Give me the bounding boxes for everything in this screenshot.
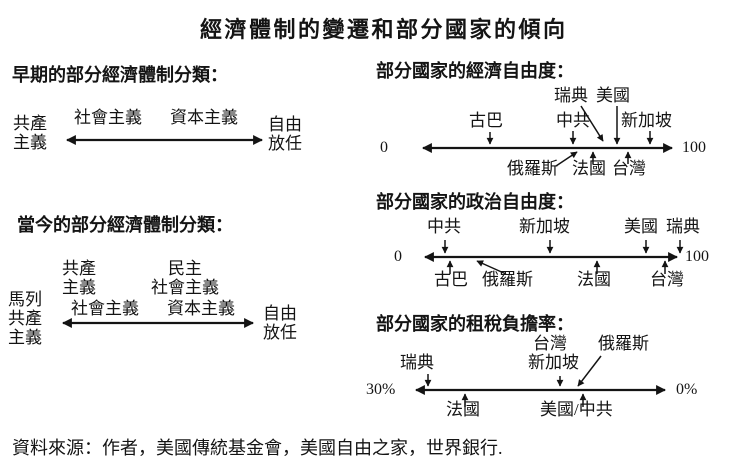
page-title: 經濟體制的變遷和部分國家的傾向 xyxy=(200,17,568,42)
pol-heading: 部分國家的政治自由度： xyxy=(376,192,574,212)
econ-russia-label: 俄羅斯 xyxy=(507,159,558,178)
econ-axis-min: 0 xyxy=(380,139,388,156)
current-right-pole-line2: 放任 xyxy=(263,323,297,342)
pol-singapore-label: 新加坡 xyxy=(519,217,570,236)
early-capitalism-label: 資本主義 xyxy=(170,108,238,127)
tax-taiwan-label: 台灣 xyxy=(533,334,567,353)
pol-france-label: 法國 xyxy=(577,270,611,289)
econ-sweden-label: 瑞典 xyxy=(554,86,588,105)
econ-usa-label: 美國 xyxy=(596,86,630,105)
pol-russia-arrow xyxy=(476,260,507,275)
econ-cuba-label: 古巴 xyxy=(469,111,503,130)
current-left-pole-label: 馬列 共產 主義 xyxy=(8,290,42,347)
pol-axis-min: 0 xyxy=(394,248,402,265)
current-socialism-label: 社會主義 xyxy=(71,299,139,318)
tax-heading: 部分國家的租稅負擔率： xyxy=(376,314,574,334)
early-right-pole-label: 自由 放任 xyxy=(268,115,302,153)
early-heading: 早期的部分經濟體制分類： xyxy=(12,65,228,85)
current-heading: 當今的部分經濟體制分類： xyxy=(17,215,233,235)
tax-axis-min: 30% xyxy=(366,381,396,398)
current-left-pole-line2: 共產 xyxy=(8,309,42,328)
pol-cuba-label: 古巴 xyxy=(434,270,468,289)
pol-usa-label: 美國 xyxy=(624,217,658,236)
econ-taiwan-label: 台灣 xyxy=(612,159,646,178)
current-dem-socialism-label: 民主 社會主義 xyxy=(146,259,224,297)
early-right-pole-line2: 放任 xyxy=(268,134,302,153)
early-left-pole-line1: 共產 xyxy=(13,114,47,133)
econ-axis-max: 100 xyxy=(682,139,706,156)
current-right-pole-line1: 自由 xyxy=(263,304,297,323)
tax-france-label: 法國 xyxy=(446,400,480,419)
current-capitalism-label: 資本主義 xyxy=(167,299,235,318)
econ-sweden-arrow xyxy=(580,105,604,142)
current-left-pole-line1: 馬列 xyxy=(8,290,42,309)
tax-singapore-label: 新加坡 xyxy=(528,353,579,372)
current-dem-socialism-line2: 社會主義 xyxy=(151,278,219,297)
tax-axis-max: 0% xyxy=(676,381,698,398)
econ-china-label: 中共 xyxy=(556,111,590,130)
source-note: 資料來源：作者，美國傳統基金會，美國自由之家，世界銀行. xyxy=(12,438,503,458)
econ-russia-arrow xyxy=(555,151,578,167)
current-dem-socialism-line1: 民主 xyxy=(168,259,202,278)
tax-russia-arrow xyxy=(577,355,602,387)
current-left-pole-line3: 主義 xyxy=(8,328,42,347)
pol-sweden-label: 瑞典 xyxy=(666,217,700,236)
pol-russia-label: 俄羅斯 xyxy=(482,270,533,289)
tax-sweden-label: 瑞典 xyxy=(400,353,434,372)
current-communism-label: 共產 主義 xyxy=(62,259,96,297)
econ-singapore-label: 新加坡 xyxy=(621,111,672,130)
early-left-pole-label: 共產 主義 xyxy=(13,114,47,152)
current-communism-line1: 共產 xyxy=(62,259,96,278)
pol-taiwan-label: 台灣 xyxy=(650,270,684,289)
econ-heading: 部分國家的經濟自由度： xyxy=(376,61,574,81)
early-socialism-label: 社會主義 xyxy=(74,108,142,127)
pol-china-label: 中共 xyxy=(427,217,461,236)
current-right-pole-label: 自由 放任 xyxy=(263,304,297,342)
early-right-pole-line1: 自由 xyxy=(268,115,302,134)
econ-france-label: 法國 xyxy=(572,159,606,178)
tax-usa-china-label: 美國/中共 xyxy=(540,400,613,419)
tax-russia-label: 俄羅斯 xyxy=(598,334,649,353)
current-communism-line2: 主義 xyxy=(62,278,96,297)
early-left-pole-line2: 主義 xyxy=(13,133,47,152)
pol-axis-max: 100 xyxy=(685,248,709,265)
